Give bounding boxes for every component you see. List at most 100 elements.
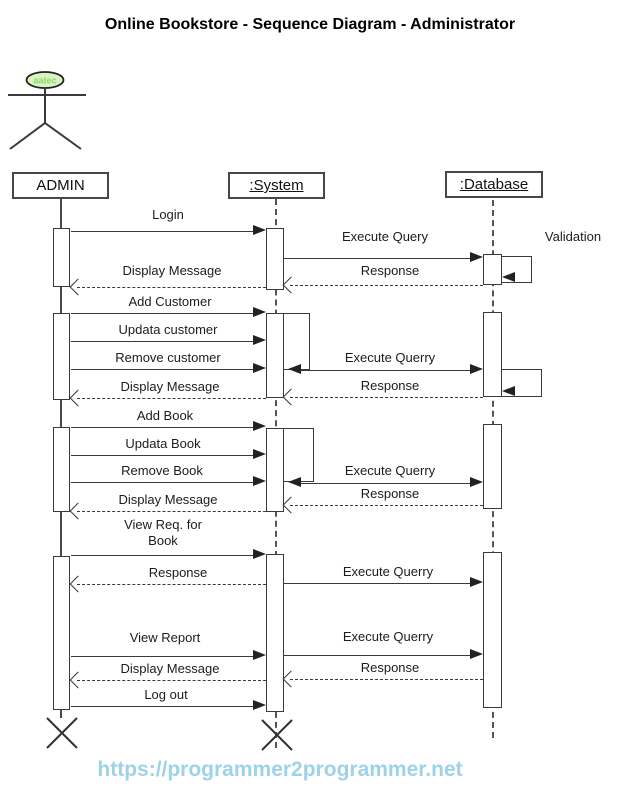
message-label-view-req-for-book: View Req. for Book [124, 517, 202, 549]
message-label-display-message-2: Display Message [120, 379, 220, 394]
message-label-response-2: Response [360, 378, 420, 393]
message-line-login [71, 231, 253, 232]
message-label-remove-customer: Remove customer [115, 350, 221, 365]
arrowhead-response-4 [69, 575, 87, 593]
arrowhead-display-message-1 [69, 278, 87, 296]
selfcall-database-return-arrow-2 [502, 386, 515, 396]
message-label-login: Login [152, 207, 184, 222]
arrowhead-updata-customer [253, 335, 266, 345]
message-line-display-message-2 [77, 398, 266, 399]
message-line-updata-book [71, 455, 253, 456]
message-line-updata-customer [71, 341, 253, 342]
activation-admin-1 [53, 228, 70, 287]
participant-admin: ADMIN [12, 172, 109, 199]
message-line-view-report [71, 656, 253, 657]
activation-database-4 [483, 552, 502, 708]
message-label-execute-querry-3: Execute Querry [344, 463, 436, 478]
arrowhead-response-3 [282, 496, 300, 514]
arrowhead-execute-querry-2-right [470, 364, 483, 374]
message-label-remove-book: Remove Book [121, 463, 203, 478]
activation-system-3 [266, 428, 284, 512]
footer-link[interactable]: https://programmer2programmer.net [97, 758, 463, 781]
message-label-display-message-4: Display Message [120, 661, 220, 676]
message-label-execute-query-1: Execute Query [342, 229, 428, 244]
destroy-x-admin [46, 717, 78, 749]
message-label-updata-customer: Updata customer [118, 322, 218, 337]
arrowhead-response-1 [282, 276, 300, 294]
arrowhead-remove-book [253, 476, 266, 486]
activation-admin-4 [53, 556, 70, 710]
message-label-execute-querry-5: Execute Querry [342, 629, 434, 644]
arrowhead-response-2 [282, 388, 300, 406]
message-line-execute-query-1 [284, 258, 470, 259]
message-line-execute-querry-2 [301, 370, 470, 371]
activation-database-2 [483, 312, 502, 397]
actor-leg-right [44, 122, 82, 150]
message-line-execute-querry-4 [284, 583, 470, 584]
participant-admin-label: ADMIN [36, 177, 85, 194]
message-line-display-message-1 [77, 287, 266, 288]
arrowhead-execute-query-1 [470, 252, 483, 262]
message-label-response-1: Response [360, 263, 420, 278]
message-line-log-out [71, 706, 253, 707]
message-label-response-3: Response [360, 486, 420, 501]
message-line-display-message-4 [77, 680, 266, 681]
message-label-view-req-line1: View Req. for [124, 517, 202, 532]
activation-database-1 [483, 254, 502, 285]
arrowhead-execute-querry-3-right [470, 477, 483, 487]
diagram-title: Online Bookstore - Sequence Diagram - Ad… [104, 16, 516, 33]
participant-system-label: :System [249, 177, 304, 194]
message-line-display-message-3 [77, 511, 266, 512]
arrowhead-updata-book [253, 449, 266, 459]
arrowhead-login [253, 225, 266, 235]
arrowhead-response-5 [282, 670, 300, 688]
arrowhead-display-message-2 [69, 389, 87, 407]
arrowhead-execute-querry-3-left [288, 477, 301, 487]
arrowhead-display-message-4 [69, 671, 87, 689]
selfcall-validation-return-arrow [502, 272, 515, 282]
participant-database: :Database [445, 171, 543, 198]
note-validation: Validation [544, 229, 602, 244]
message-label-add-book: Add Book [136, 408, 194, 423]
message-line-execute-querry-3 [301, 483, 470, 484]
arrowhead-add-customer [253, 307, 266, 317]
activation-system-1 [266, 228, 284, 290]
message-label-view-report: View Report [129, 630, 201, 645]
arrowhead-display-message-3 [69, 502, 87, 520]
destroy-x-system [261, 719, 293, 751]
message-line-add-customer [71, 313, 253, 314]
arrowhead-execute-querry-5 [470, 649, 483, 659]
activation-system-2 [266, 313, 284, 398]
message-line-response-2 [290, 397, 483, 398]
actor-figure: aatec [8, 71, 86, 150]
activation-system-4 [266, 554, 284, 712]
arrowhead-add-book [253, 421, 266, 431]
message-label-updata-book: Updata Book [125, 436, 201, 451]
message-label-response-5: Response [360, 660, 420, 675]
message-line-execute-querry-5 [284, 655, 470, 656]
participant-database-label: :Database [459, 176, 529, 193]
arrowhead-execute-querry-2-left [288, 364, 301, 374]
message-line-response-3 [290, 505, 483, 506]
arrowhead-remove-customer [253, 363, 266, 373]
message-line-response-1 [290, 285, 483, 286]
message-line-view-req-for-book [71, 555, 253, 556]
activation-database-3 [483, 424, 502, 509]
message-line-remove-book [71, 482, 253, 483]
message-label-view-req-line2: Book [148, 533, 178, 548]
actor-leg-left [9, 122, 46, 150]
message-line-remove-customer [71, 369, 253, 370]
activation-admin-2 [53, 313, 70, 400]
activation-system-nested-3 [283, 428, 314, 482]
activation-system-nested-2 [283, 313, 310, 370]
message-label-response-4: Response [148, 565, 208, 580]
message-label-execute-querry-4: Execute Querry [342, 564, 434, 579]
message-label-display-message-1: Display Message [122, 263, 222, 278]
message-line-response-4 [77, 584, 266, 585]
message-line-response-5 [290, 679, 483, 680]
message-label-display-message-3: Display Message [118, 492, 218, 507]
arrowhead-execute-querry-4 [470, 577, 483, 587]
message-label-execute-querry-2: Execute Querry [344, 350, 436, 365]
message-label-log-out: Log out [144, 687, 188, 702]
